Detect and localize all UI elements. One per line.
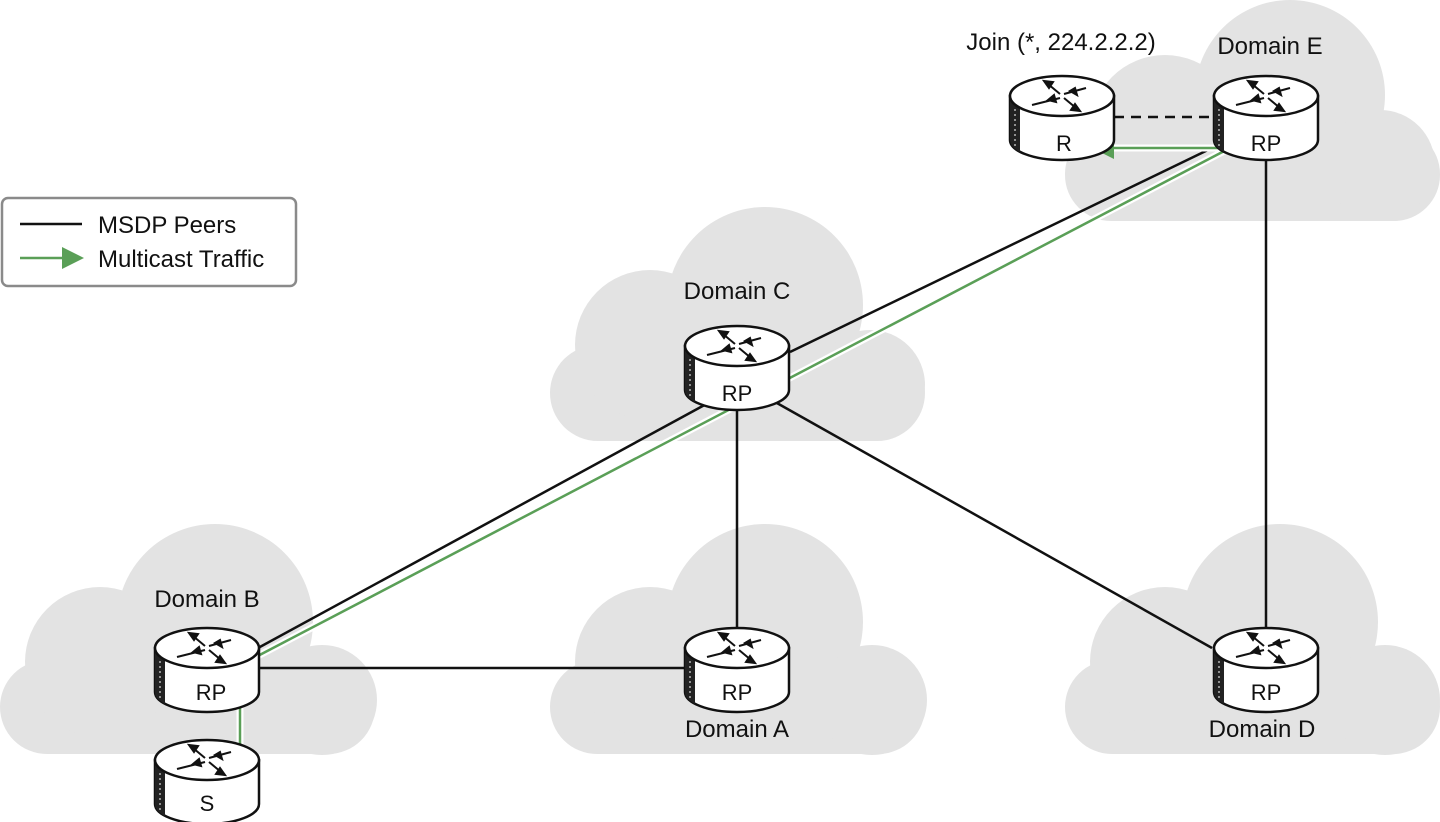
msdp-link-c-e [789, 146, 1213, 354]
legend-traffic-arrowhead [62, 247, 84, 269]
legend-traffic-label: Multicast Traffic [98, 246, 264, 273]
domain-d-rp-label: RP [1251, 680, 1282, 705]
domain-c-rp-label: RP [722, 381, 753, 406]
join-label: Join (*, 224.2.2.2) [966, 29, 1155, 56]
legend-box [0, 196, 298, 288]
legend: MSDP Peers Multicast Traffic [0, 196, 298, 288]
domain-d-label: Domain D [1209, 716, 1316, 743]
domain-e-label: Domain E [1217, 33, 1322, 60]
domain-b-rp-label: RP [196, 680, 227, 705]
msdp-link-b-c [257, 400, 711, 650]
msdp-link-c-d [767, 396, 1213, 650]
domain-e-rp-label: RP [1251, 131, 1282, 156]
domain-a-label: Domain A [685, 716, 789, 743]
legend-msdp-label: MSDP Peers [98, 212, 236, 239]
domain-c-label: Domain C [684, 278, 791, 305]
domain-a-rp-label: RP [722, 680, 753, 705]
domain-b-label: Domain B [154, 586, 259, 613]
source-router-label: S [200, 791, 215, 816]
receiver-router-label: R [1056, 131, 1072, 156]
